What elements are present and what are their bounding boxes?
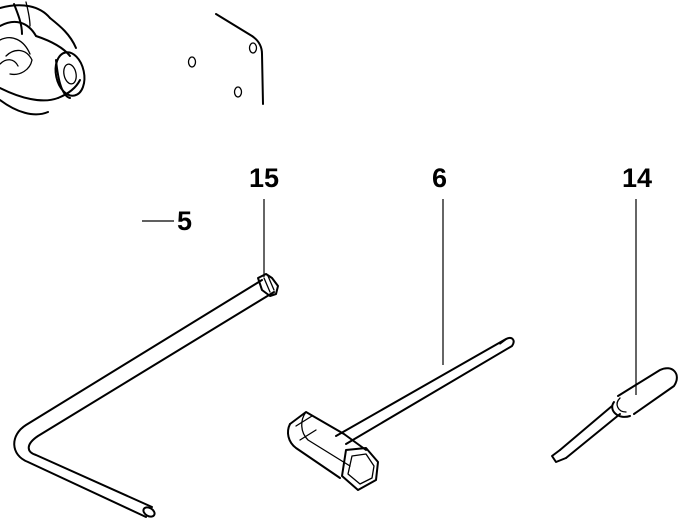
callout-6: 6 [432,163,447,193]
screwdriver-drawing [551,367,678,463]
spark-plug-wrench-drawing [287,336,515,491]
housing-casting-drawing [0,1,86,116]
torx-l-key-drawing [13,273,279,518]
callout-15: 15 [249,163,279,193]
callout-5: 5 [177,206,192,236]
cover-plate-drawing [187,13,264,105]
callout-14: 14 [622,163,652,193]
